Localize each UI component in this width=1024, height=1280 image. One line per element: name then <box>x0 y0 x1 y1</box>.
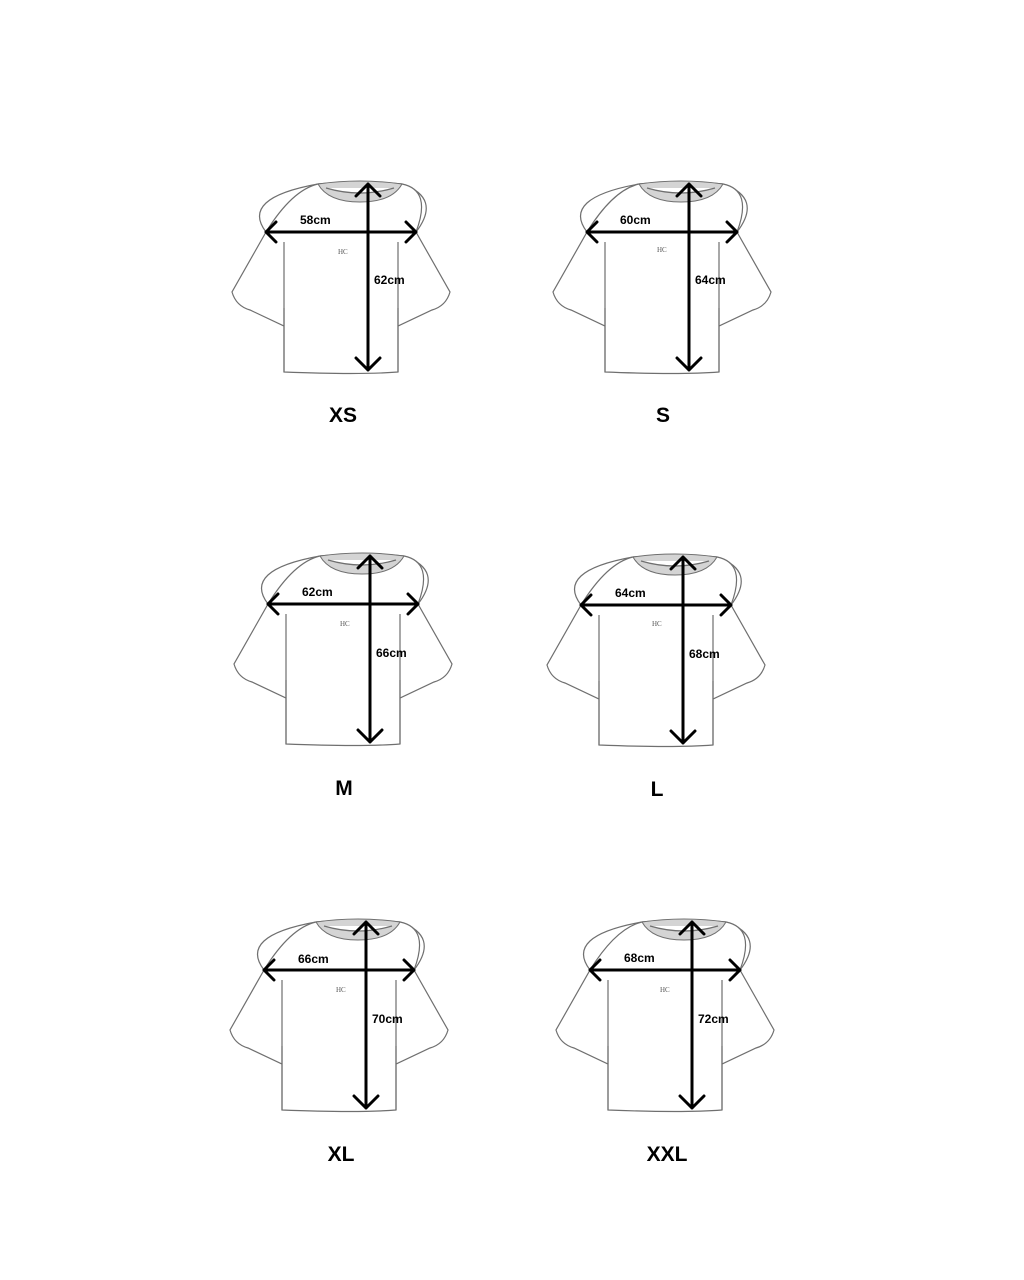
length-label: 64cm <box>695 273 726 287</box>
size-label: L <box>651 778 664 801</box>
logo: HC <box>338 248 348 256</box>
logo: HC <box>652 620 662 628</box>
tshirt-illustration <box>233 552 453 747</box>
length-label: 68cm <box>689 647 720 661</box>
tshirt-illustration <box>231 180 451 375</box>
width-label: 66cm <box>298 952 329 966</box>
width-label: 62cm <box>302 585 333 599</box>
length-label: 70cm <box>372 1012 403 1026</box>
size-label: S <box>656 404 670 427</box>
logo: HC <box>336 986 346 994</box>
width-label: 58cm <box>300 213 331 227</box>
size-label: XL <box>328 1143 355 1166</box>
width-label: 60cm <box>620 213 651 227</box>
length-label: 62cm <box>374 273 405 287</box>
size-card-m: HC 62cm 66cm M <box>233 552 453 800</box>
length-label: 72cm <box>698 1012 729 1026</box>
logo: HC <box>340 620 350 628</box>
tshirt-illustration <box>229 918 449 1113</box>
size-card-xl: HC 66cm 70cm XL <box>229 918 449 1166</box>
size-card-xs: HC 58cm 62cm XS <box>231 180 451 427</box>
width-label: 64cm <box>615 586 646 600</box>
size-label: XS <box>329 404 357 427</box>
size-label: M <box>335 777 353 800</box>
size-card-l: HC 64cm 68cm L <box>546 553 766 801</box>
tshirt-illustration <box>552 180 772 375</box>
size-card-s: HC 60cm 64cm S <box>552 180 772 427</box>
size-label: XXL <box>647 1143 688 1166</box>
tshirt-illustration <box>546 553 766 748</box>
logo: HC <box>660 986 670 994</box>
width-label: 68cm <box>624 951 655 965</box>
tshirt-illustration <box>555 918 775 1113</box>
logo: HC <box>657 246 667 254</box>
size-card-xxl: HC 68cm 72cm XXL <box>555 918 775 1166</box>
length-label: 66cm <box>376 646 407 660</box>
